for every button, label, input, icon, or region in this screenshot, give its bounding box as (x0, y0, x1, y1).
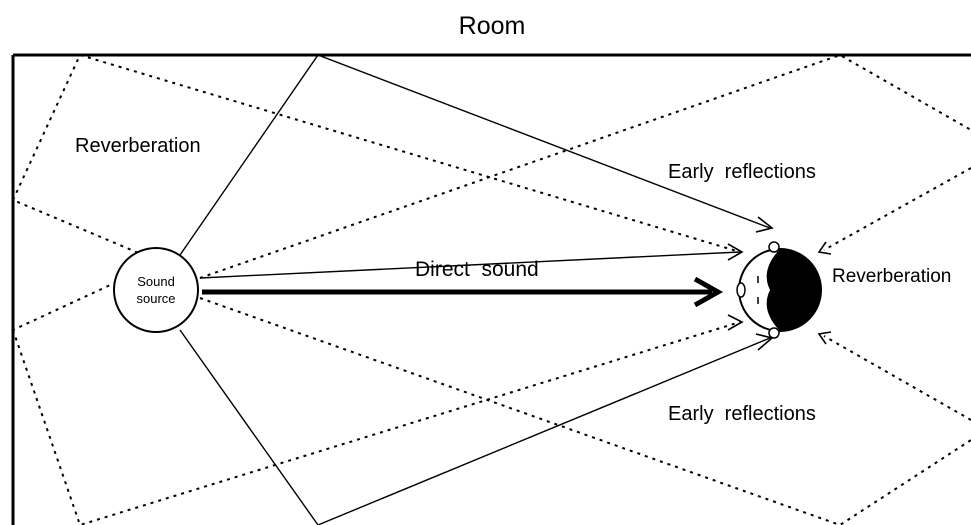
room-walls (11, 53, 971, 525)
source-label-line2: source (136, 291, 175, 306)
direct-sound-label: Direct sound (415, 258, 539, 281)
direct-sound-arrow (202, 276, 724, 308)
early-reflections-label-bottom: Early reflections (668, 403, 816, 425)
reverberation-arrows-right (823, 167, 971, 421)
reverberation-label-right: Reverberation (832, 266, 951, 287)
reverberation-label-top-left: Reverberation (75, 135, 201, 157)
early-reflection-paths (179, 54, 771, 525)
source-label-line1: Sound (137, 274, 175, 289)
sound-source: Sound source (113, 247, 199, 333)
room-title: Room (459, 12, 526, 40)
listener-head-icon (736, 241, 822, 339)
early-reflections-label-top: Early reflections (668, 161, 816, 183)
